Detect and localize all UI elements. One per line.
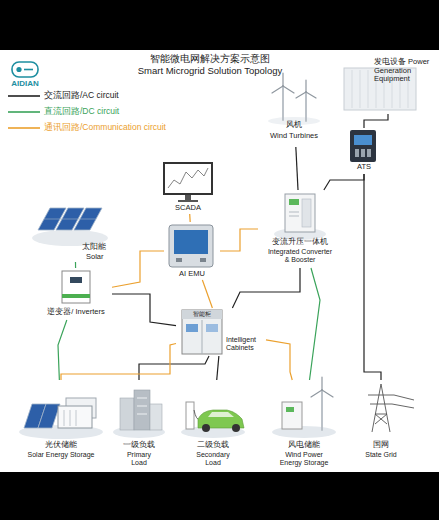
legend-line-sample: [8, 127, 40, 129]
node-label: SCADA: [156, 204, 220, 213]
scada-node: SCADA: [156, 160, 220, 214]
wire-line: [324, 174, 364, 190]
node-label: Intelligent Cabinets: [226, 336, 266, 352]
ac-wire: [112, 294, 176, 326]
wire-line: [310, 268, 320, 380]
wind-storage-node: 风电储能Wind Power Energy Storage: [262, 380, 346, 464]
wire-line: [189, 214, 191, 222]
legend-line-sample: [8, 95, 40, 97]
solar-panel-art: [32, 208, 108, 246]
wire-line: [296, 147, 298, 190]
converter-art: [274, 194, 326, 240]
comm-wire: [61, 343, 176, 380]
logo-icon: [12, 62, 38, 77]
wire-line: [202, 280, 212, 308]
ai-emu-node: AI EMU: [164, 222, 220, 280]
primary-load-node: 一级负载Primary Load: [112, 380, 166, 464]
node-label: State Grid: [350, 451, 412, 459]
white-panel: [0, 50, 439, 472]
state-grid-node: 国网State Grid: [350, 380, 412, 464]
subtitle: Smart Microgrid Solution Topology: [80, 66, 340, 77]
cabinet-node: 智能柜 Intelligent Cabinets: [176, 308, 266, 356]
node-label: 太阳能: [82, 243, 120, 252]
wire-line: [75, 262, 76, 268]
wind-turbine-node: 风机 Wind Turbines: [262, 75, 326, 147]
inverter-node: 逆变器/ Inverters: [40, 268, 112, 320]
comm-wire: [112, 251, 164, 287]
secondary-load-node: 二级负载Secondary Load: [178, 380, 248, 464]
wire-line: [139, 356, 209, 380]
node-label: Solar: [86, 253, 120, 262]
ac-wire: [296, 147, 298, 190]
wire-line: [112, 294, 176, 326]
node-label: 发电设备 Power Generation Equipment: [374, 58, 436, 84]
legend-text: 交流回路/AC circuit: [44, 91, 224, 101]
node-label: 一级负载: [112, 441, 166, 450]
node-label: 风机: [262, 120, 326, 129]
converter-node: 变流升压一体机Integrated Converter & Booster: [258, 190, 342, 268]
ats-node: ATS: [346, 128, 382, 174]
node-label: ATS: [346, 163, 382, 172]
node-label: 二级负载: [178, 441, 248, 450]
ai-emu-art: [169, 225, 213, 267]
secondary-load-art: [181, 402, 245, 438]
wire-line: [266, 340, 292, 380]
primary-load-art: [113, 390, 165, 438]
node-label: Secondary Load: [191, 451, 235, 467]
wire-line: [61, 343, 176, 380]
wire-line: [112, 251, 164, 287]
dc-wire: [310, 268, 320, 380]
wire-line: [232, 268, 300, 308]
node-label: 光伏储能: [16, 441, 106, 450]
cabinet-art: [182, 310, 222, 354]
generator-node: 发电设备 Power Generation Equipment: [340, 56, 436, 114]
node-label: 智能柜: [182, 311, 222, 318]
wind-storage-art: [272, 377, 336, 438]
dc-wire: [58, 320, 67, 380]
wire-line: [220, 229, 258, 251]
comm-wire: [189, 214, 191, 222]
solar-storage-art: [19, 398, 103, 439]
node-label: 风电储能: [262, 441, 346, 450]
logo-text: AIDIAN: [2, 79, 48, 88]
node-label: AI EMU: [164, 270, 220, 279]
ac-wire: [232, 268, 300, 308]
inverter-art: [62, 271, 90, 303]
title: 智能微电网解决方案示意图: [80, 53, 340, 65]
node-label: 国网: [350, 441, 412, 450]
ats-art: [350, 130, 376, 162]
ac-wire: [364, 174, 381, 380]
ac-wire: [139, 356, 209, 380]
node-label: Wind Power Energy Storage: [274, 451, 334, 467]
ac-wire: [364, 114, 388, 128]
solar-storage-node: 光伏储能Solar Energy Storage: [16, 380, 106, 464]
wind-turbine-art: [268, 73, 320, 125]
node-label: 变流升压一体机: [258, 238, 342, 247]
ac-wire: [324, 174, 364, 190]
wire-line: [217, 356, 219, 380]
solar-node: 太阳能Solar: [30, 200, 120, 262]
legend-text: 通讯回路/Communication circuit: [44, 123, 224, 133]
wire-line: [364, 114, 388, 128]
wire-line: [364, 174, 381, 380]
dc-wire: [75, 262, 76, 268]
scada-monitor-art: [164, 163, 212, 202]
node-label: Solar Energy Storage: [16, 451, 106, 459]
node-label: Integrated Converter & Booster: [266, 248, 334, 264]
node-label: 逆变器/ Inverters: [40, 308, 112, 317]
legend-text: 直流回路/DC circuit: [44, 107, 224, 117]
node-label: Wind Turbines: [262, 132, 326, 141]
ac-wire: [217, 356, 219, 380]
legend-line-sample: [8, 111, 40, 113]
grid-tower-art: [368, 384, 414, 432]
wire-line: [58, 320, 67, 380]
node-label: Primary Load: [122, 451, 156, 467]
comm-wire: [266, 340, 292, 380]
comm-wire: [220, 229, 258, 251]
comm-wire: [202, 280, 212, 308]
